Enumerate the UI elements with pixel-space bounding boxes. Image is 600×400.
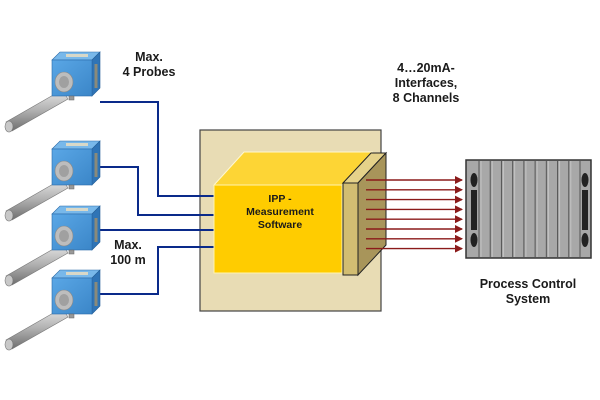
software-box-front xyxy=(213,184,343,274)
probe-wires xyxy=(100,101,215,295)
probe-3 xyxy=(4,205,101,287)
pcs-latch-top-right xyxy=(581,173,589,187)
max-probes-label-line-2: 4 Probes xyxy=(122,65,176,79)
pcs-latch-bottom-left xyxy=(470,233,478,247)
probe-nameplate xyxy=(66,54,88,57)
max-distance-label-line-1: Max. xyxy=(114,238,142,252)
max-distance-label-line-2: 100 m xyxy=(110,253,146,267)
pcs-slots xyxy=(478,161,581,257)
software-label-line-1: IPP - xyxy=(268,193,292,205)
probe-flange-inner xyxy=(59,294,69,306)
pcs-label: Process Control System xyxy=(470,277,586,307)
interface-card-front xyxy=(342,182,359,276)
interfaces-label-line-2: Interfaces, xyxy=(394,76,458,90)
probes xyxy=(4,51,101,351)
probe-nameplate xyxy=(66,272,88,275)
probe-flange-inner xyxy=(59,165,69,177)
wire-probe-2 xyxy=(100,166,215,216)
probe-nameplate xyxy=(66,143,88,146)
probe-tip xyxy=(4,274,14,287)
software-label-line-3: Software xyxy=(257,219,303,232)
interfaces-label: 4…20mA- Interfaces, 8 Channels xyxy=(382,61,470,106)
probe-cable-gland xyxy=(68,95,75,101)
max-probes-label-line-1: Max. xyxy=(135,50,163,64)
interface-card xyxy=(341,151,388,277)
probe-4 xyxy=(4,269,101,351)
probe-2 xyxy=(4,140,101,222)
probe-flange-inner xyxy=(59,230,69,242)
signal-arrows xyxy=(366,176,463,253)
probe-side-window xyxy=(94,218,98,242)
max-probes-label: Max. 4 Probes xyxy=(114,50,184,80)
probe-side-window xyxy=(94,153,98,177)
probe-flange-inner xyxy=(59,76,69,88)
pcs-connector-left xyxy=(471,190,477,230)
pcs-connector-right xyxy=(582,190,588,230)
probe-tip xyxy=(4,338,14,351)
wire-probe-4 xyxy=(100,246,215,295)
max-distance-label: Max. 100 m xyxy=(100,238,156,268)
wire-probe-1 xyxy=(100,101,215,197)
software-label: IPP - Measurement Software xyxy=(232,193,328,232)
probe-tip xyxy=(4,120,14,133)
probe-1 xyxy=(4,51,101,133)
pcs-rack-frame xyxy=(465,159,592,259)
probe-side-window xyxy=(94,64,98,88)
interfaces-label-line-3: 8 Channels xyxy=(392,91,460,105)
probe-tip xyxy=(4,209,14,222)
pcs-label-line-1: Process Control xyxy=(479,277,577,291)
pcs-latch-top-left xyxy=(470,173,478,187)
probe-side-window xyxy=(94,282,98,306)
pcs-rack xyxy=(465,159,592,259)
probe-nameplate xyxy=(66,208,88,211)
probe-cable-gland xyxy=(68,184,75,190)
probe-cable-gland xyxy=(68,313,75,319)
pcs-label-line-2: System xyxy=(505,292,551,306)
probe-cable-gland xyxy=(68,249,75,255)
software-label-line-2: Measurement xyxy=(246,206,314,219)
interfaces-label-line-1: 4…20mA- xyxy=(397,61,455,75)
pcs-latch-bottom-right xyxy=(581,233,589,247)
